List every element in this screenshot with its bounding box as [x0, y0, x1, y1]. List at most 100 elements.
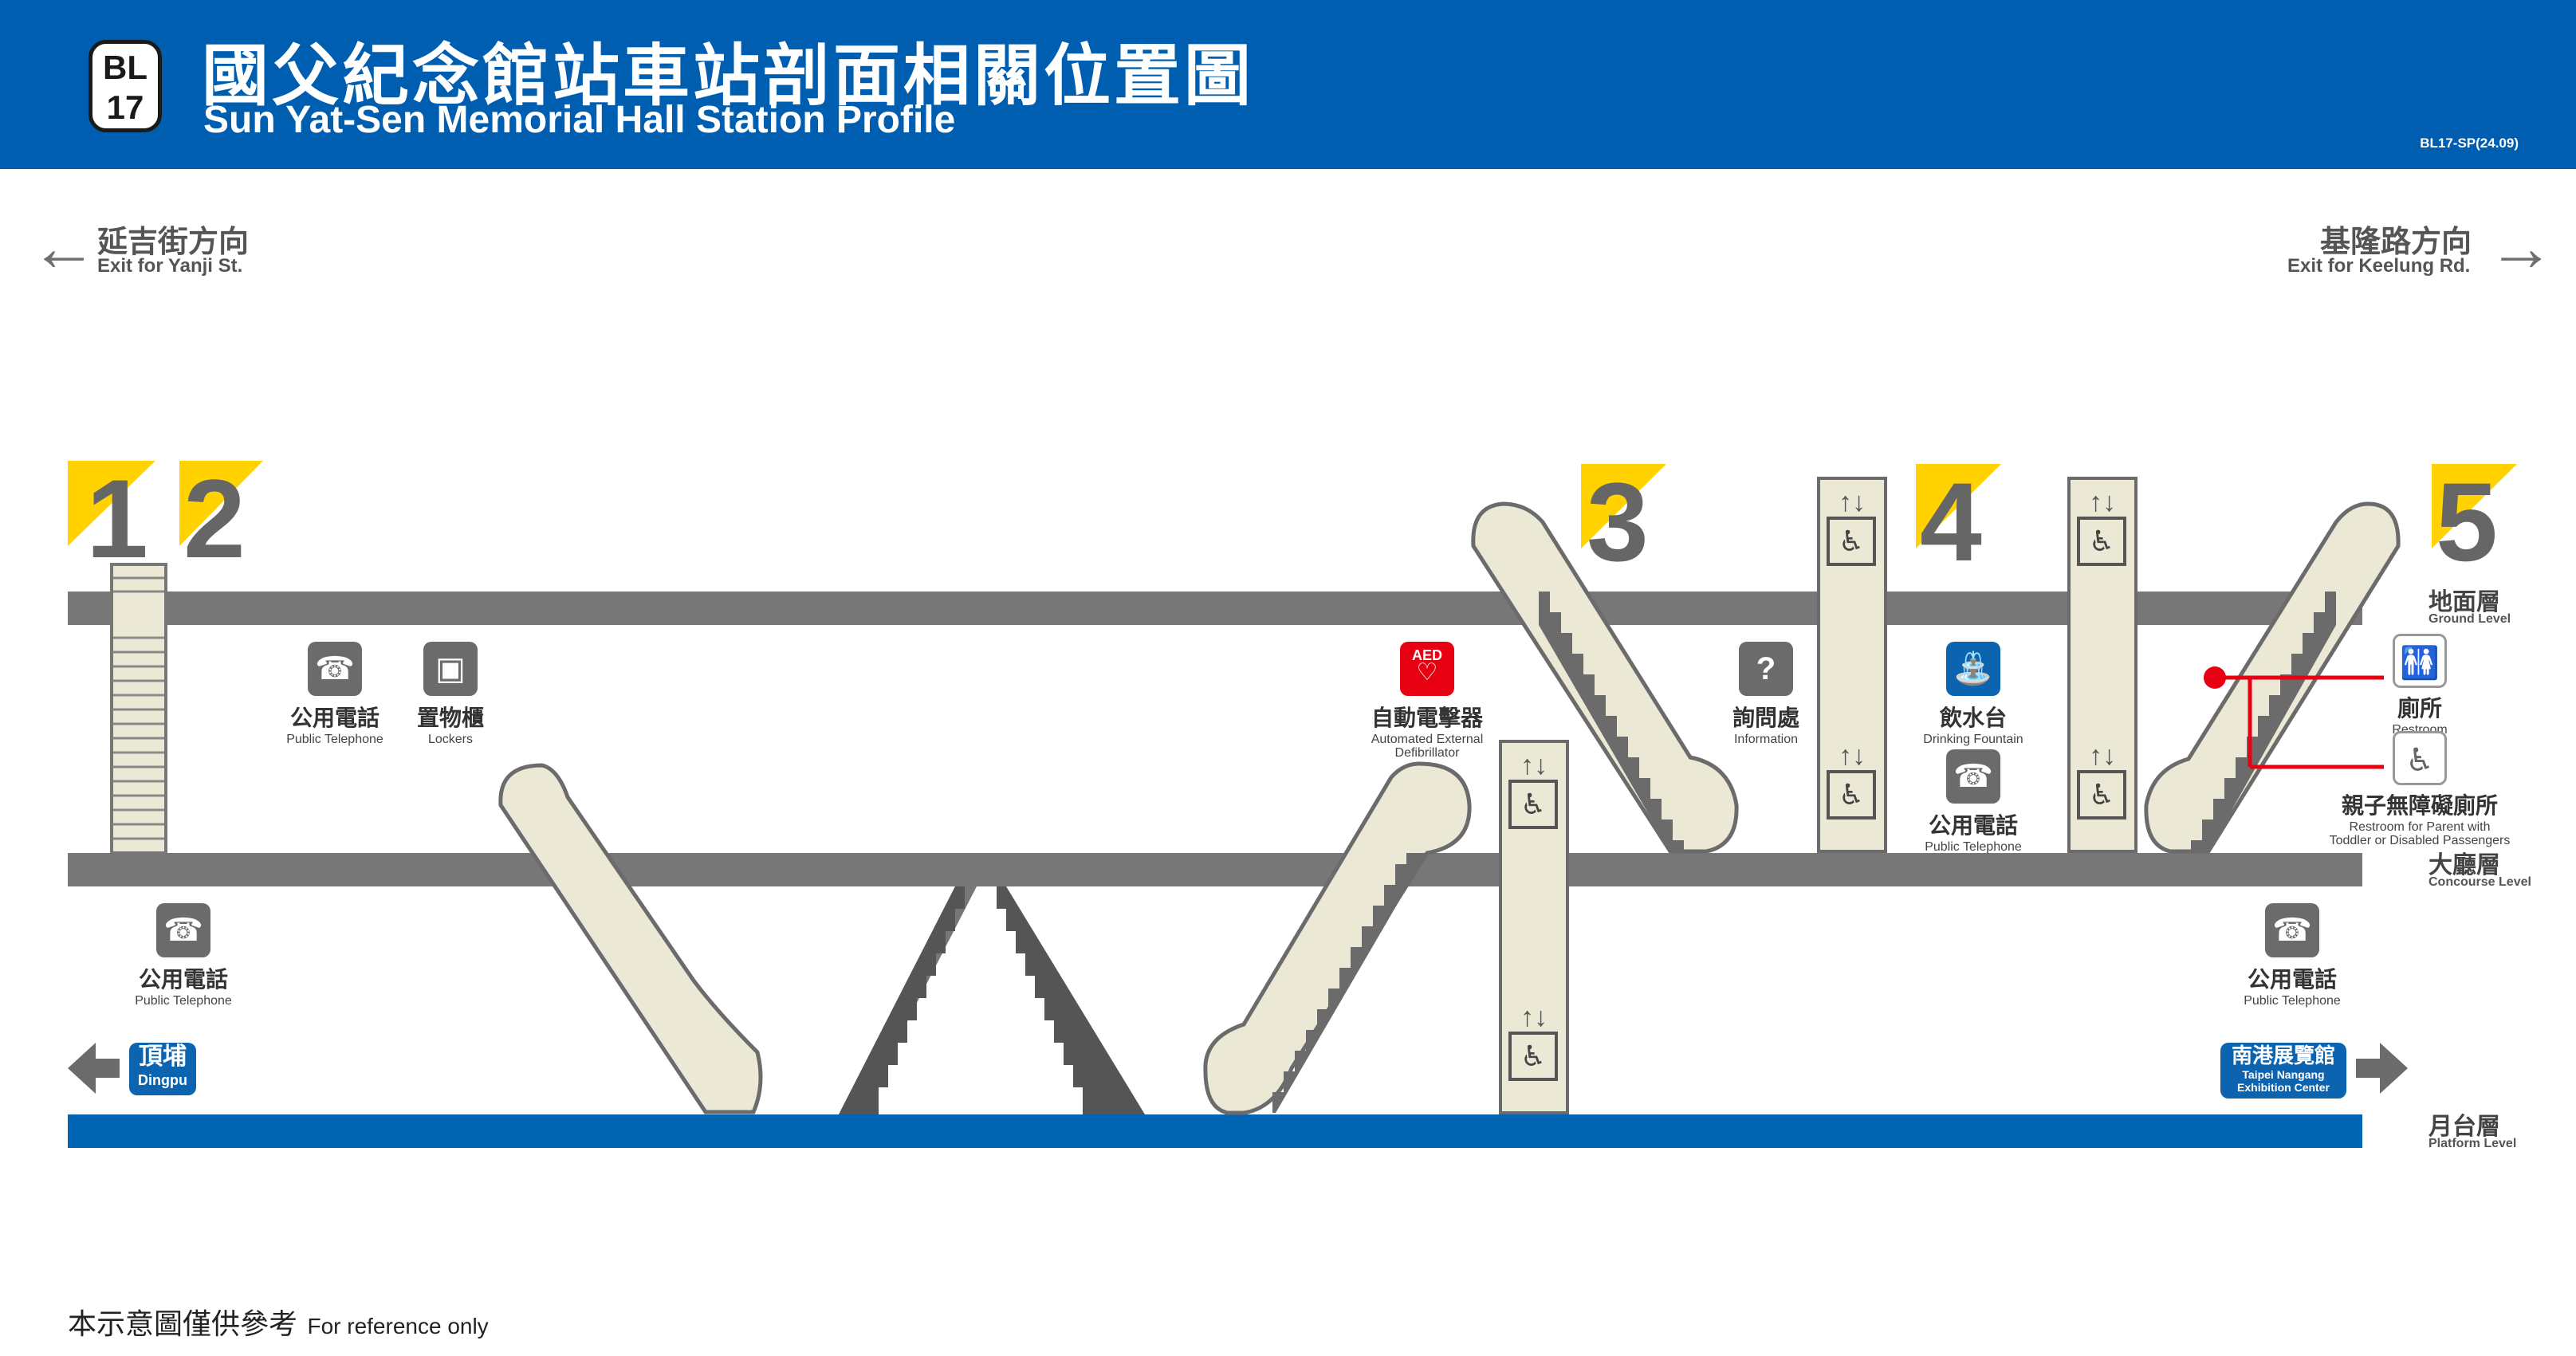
restroom-indicator-line [2215, 675, 2384, 769]
restroom-icon: 🚻 [2393, 634, 2447, 688]
facility-label-en: Restroom for Parent with [2349, 820, 2491, 834]
aed-badge: AED [1411, 647, 1442, 663]
facility-lockers: ▣ 置物櫃 Lockers [407, 642, 494, 746]
platform-level-label-en: Platform Level [2429, 1137, 2517, 1150]
information-icon: ? [1739, 642, 1793, 696]
direction-left-zh: 延吉街方向 [97, 226, 250, 259]
facility-label: 公用電話 [138, 967, 228, 992]
telephone-icon: ☎ [156, 903, 210, 957]
exit-2-flag [179, 461, 263, 546]
destination-label: 頂埔 [139, 1044, 187, 1070]
telephone-icon: ☎ [1946, 749, 2000, 804]
exit-number-3: 3 [1587, 459, 1649, 584]
escalator-east-up [1203, 761, 1472, 1115]
facility-telephone-east: ☎ 公用電話 Public Telephone [1905, 749, 2041, 854]
exit-5-flag [2432, 464, 2517, 548]
facility-label-en: Public Telephone [286, 733, 383, 746]
facility-family-restroom: ♿ 親子無障礙廁所 Restroom for Parent with Toddl… [2312, 731, 2527, 847]
platform-level-label: 月台層 [2429, 1114, 2500, 1140]
accessible-restroom-icon: ♿ [2393, 731, 2447, 785]
facility-label: 置物櫃 [416, 706, 484, 730]
elevator-icon: ♿ [2077, 517, 2126, 566]
ground-level-label-en: Ground Level [2429, 612, 2511, 626]
restroom-indicator-dot [2204, 666, 2226, 689]
header-bar [0, 0, 2576, 169]
facility-label-en: Defibrillator [1394, 746, 1460, 760]
badge-line: BL [103, 49, 147, 86]
ground-level-floor [68, 592, 2362, 625]
station-code-badge: BL 17 [88, 40, 162, 132]
exit-4-flag [1916, 464, 2001, 548]
facility-label: 公用電話 [1928, 813, 2018, 838]
elevator-exit-4-east: ↑↓ ♿ ↑↓ ♿ [2067, 477, 2137, 853]
facility-label: 詢問處 [1732, 706, 1799, 730]
facility-label-en: Automated External [1371, 733, 1484, 746]
footer-note-zh: 本示意圖僅供參考 [68, 1307, 298, 1340]
page-subtitle: Sun Yat-Sen Memorial Hall Station Profil… [203, 99, 956, 141]
elevator-exit-4-west: ↑↓ ♿ ↑↓ ♿ [1817, 477, 1887, 853]
footer-note-en: For reference only [307, 1314, 489, 1338]
telephone-icon: ☎ [2265, 903, 2319, 957]
footer-note: 本示意圖僅供參考 For reference only [68, 1301, 489, 1342]
elevator-arrows: ↑↓ [1520, 1002, 1548, 1032]
badge-number: 17 [106, 88, 144, 126]
facility-restroom: 🚻 廁所 Restroom [2384, 634, 2456, 737]
exit-3-escalator [1471, 501, 1739, 854]
facility-label-en: Public Telephone [135, 994, 232, 1008]
exit-number-1: 1 [86, 456, 148, 581]
direction-right-zh: 基隆路方向 [2320, 226, 2472, 259]
elevator-icon: ♿ [1508, 780, 1558, 829]
facility-telephone-platform-east: ☎ 公用電話 Public Telephone [2228, 903, 2356, 1008]
facility-drinking-fountain: ⛲ 飲水台 Drinking Fountain [1905, 642, 2041, 746]
nangang-arrow-icon [2356, 1043, 2408, 1094]
exit-number-4: 4 [1920, 459, 1982, 584]
destination-label-en: Taipei Nangang [2242, 1068, 2325, 1081]
facility-telephone-west: ☎ 公用電話 Public Telephone [271, 642, 399, 746]
left-arrow-icon: ← [30, 210, 97, 285]
telephone-icon: ☎ [308, 642, 362, 696]
elevator-arrows: ↑↓ [1839, 487, 1866, 517]
facility-label-en: Drinking Fountain [1923, 733, 2023, 746]
exit-3-flag [1581, 464, 1666, 548]
facility-label: 飲水台 [1939, 706, 2007, 730]
drinking-fountain-icon: ⛲ [1946, 642, 2000, 696]
document-code: BL17-SP(24.09) [2420, 136, 2519, 151]
facility-label-en: Toddler or Disabled Passengers [2329, 834, 2511, 847]
concourse-level-floor [68, 853, 2362, 886]
elevator-icon: ♿ [1827, 770, 1876, 819]
elevator-platform: ↑↓ ♿ ↑↓ ♿ [1499, 740, 1569, 1114]
concourse-level-label: 大廳層 [2429, 852, 2500, 878]
concourse-level-label-en: Concourse Level [2429, 875, 2531, 889]
facility-label: 公用電話 [2247, 967, 2337, 992]
elevator-arrows: ↑↓ [1520, 750, 1548, 780]
aed-icon: AED♡ [1400, 642, 1454, 696]
destination-label-en: Exhibition Center [2237, 1081, 2330, 1094]
central-stairs [839, 886, 1145, 1114]
facility-label-en: Information [1733, 733, 1799, 746]
facility-label: 自動電擊器 [1371, 706, 1483, 730]
destination-label: 南港展覽館 [2231, 1044, 2335, 1067]
elevator-icon: ♿ [2077, 770, 2126, 819]
ground-level-label: 地面層 [2429, 589, 2500, 615]
exit-number-5: 5 [2436, 459, 2498, 584]
destination-label-en: Dingpu [138, 1072, 187, 1088]
dingpu-arrow-icon [68, 1043, 120, 1094]
platform-level-floor [68, 1114, 2362, 1148]
facility-telephone-platform-west: ☎ 公用電話 Public Telephone [120, 903, 247, 1008]
right-arrow-icon: → [2488, 210, 2554, 285]
facility-label: 廁所 [2397, 696, 2442, 721]
exit-number-2: 2 [183, 456, 246, 581]
facility-label-en: Lockers [427, 733, 474, 746]
elevator-arrows: ↑↓ [2089, 741, 2116, 771]
escalator-west-down [498, 763, 763, 1114]
elevator-arrows: ↑↓ [2089, 487, 2116, 517]
page-title: 國父紀念館站車站剖面相關位置圖 [202, 38, 1255, 113]
facility-label-en: Public Telephone [1925, 840, 2022, 854]
facility-label: 親子無障礙廁所 [2341, 793, 2498, 818]
direction-left-en: Exit for Yanji St. [97, 255, 243, 277]
facility-label: 公用電話 [289, 706, 380, 730]
destination-nangang: 南港展覽館 Taipei Nangang Exhibition Center [2220, 1043, 2346, 1099]
destination-dingpu: 頂埔 Dingpu [129, 1043, 196, 1095]
locker-icon: ▣ [423, 642, 478, 696]
